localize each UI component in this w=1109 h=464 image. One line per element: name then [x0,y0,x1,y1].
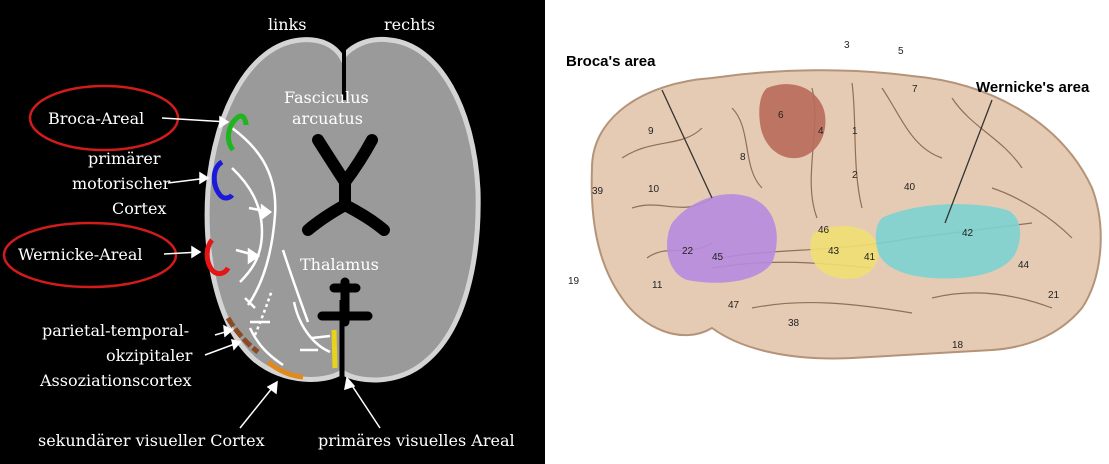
area-number-40: 40 [904,182,916,193]
label-assoc-line1: parietal-temporal- [42,321,189,340]
area-number-21: 21 [1048,290,1060,301]
area-number-22: 22 [682,246,694,257]
area-number-10: 10 [648,184,660,195]
label-motor-line3: Cortex [112,199,166,218]
label-motor-line2: motorischer [72,174,171,193]
area-number-2: 2 [852,170,858,181]
label-brocas-area: Broca's area [566,53,656,70]
label-wernickes-area: Wernicke's area [976,79,1090,96]
area-number-46: 46 [818,225,830,236]
area-number-8: 8 [740,152,746,163]
area-number-19: 19 [568,276,580,287]
area-number-6: 6 [778,110,784,121]
area-number-37: 37 [552,28,564,31]
area-number-3: 3 [844,40,850,51]
area-number-39: 39 [592,186,604,197]
label-assoc-line3: Assoziationscortex [39,371,192,390]
area-number-41: 41 [864,252,876,263]
label-broca-areal: Broca-Areal [48,109,144,128]
primary-visual-marker [334,330,335,368]
area-number-44: 44 [1018,260,1030,271]
area-number-9: 9 [648,126,654,137]
label-arcuatus: arcuatus [292,109,363,128]
label-thalamus: Thalamus [300,255,379,274]
area-number-7: 7 [912,84,918,95]
cortex-silhouette [592,70,1101,358]
label-rechts: rechts [384,15,435,34]
area-number-45: 45 [712,252,724,263]
area-number-4: 4 [818,126,824,137]
label-primary-visual: primäres visuelles Areal [318,431,515,450]
area-number-38: 38 [788,318,800,329]
label-fasciculus: Fasciculus [284,88,369,107]
label-assoc-line2: okzipitaler [106,346,193,365]
area-number-47: 47 [728,300,740,311]
area-number-18: 18 [952,340,964,351]
area-number-11: 11 [652,280,663,291]
area-number-42: 42 [962,228,974,239]
brain-section-diagram: links rechts Broca-Areal primärer motori… [0,0,545,464]
label-motor-line1: primärer [88,149,161,168]
left-panel-brain-section: links rechts Broca-Areal primärer motori… [0,0,545,464]
area-number-5: 5 [898,46,904,57]
label-wernicke-areal: Wernicke-Areal [18,245,143,264]
area-number-43: 43 [828,246,840,257]
label-links: links [268,15,306,34]
area-number-1: 1 [852,126,858,137]
label-secondary-visual: sekundärer visueller Cortex [38,431,265,450]
